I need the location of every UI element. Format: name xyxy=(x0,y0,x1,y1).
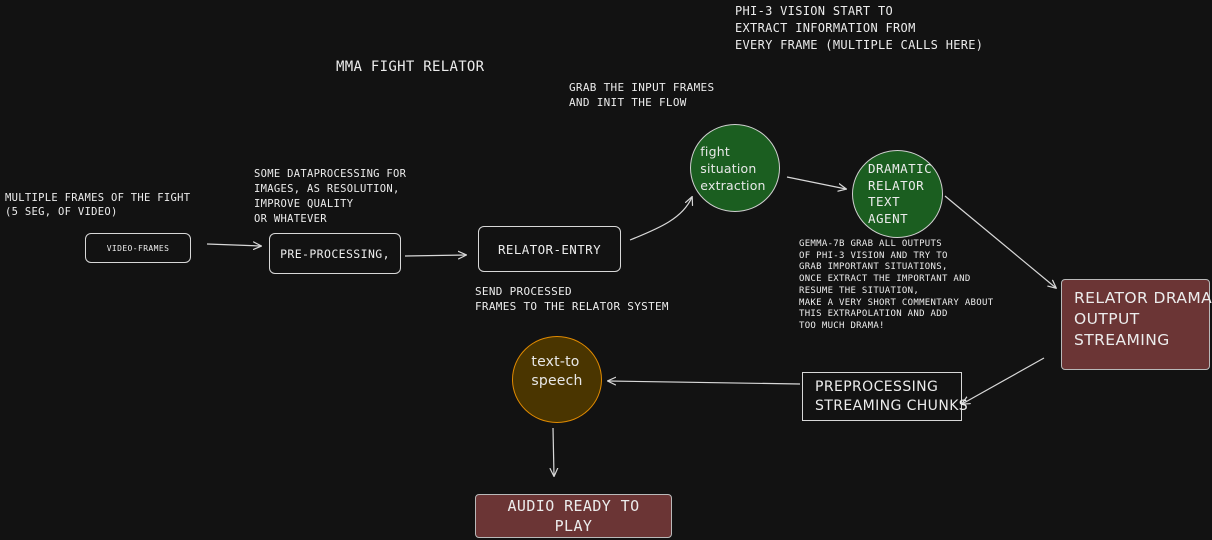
node-dramatic-relator: DRAMATIC RELATOR TEXT AGENT xyxy=(852,150,943,238)
note-multiple-frames: MULTIPLE FRAMES OF THE FIGHT (5 SEG, OF … xyxy=(5,192,191,218)
note-data-processing: SOME DATAPROCESSING FOR IMAGES, AS RESOL… xyxy=(254,168,407,225)
arrow-output-to-chunks xyxy=(962,357,1045,404)
node-audio-ready: AUDIO READY TO PLAY xyxy=(475,494,672,538)
node-pre-processing: PRE-PROCESSING, xyxy=(269,233,401,274)
node-relator-drama-output-label: relator drama output streaming xyxy=(1074,289,1212,349)
node-relator-entry-label: RELATOR-ENTRY xyxy=(497,241,602,257)
node-relator-drama-output: relator drama output streaming xyxy=(1061,279,1212,370)
note-gemma: GEMMA-7B GRAB ALL OUTPUTS OF PHI-3 VISIO… xyxy=(799,239,994,331)
node-relator-entry: RELATOR-ENTRY xyxy=(478,226,621,272)
node-audio-ready-label: AUDIO READY TO PLAY xyxy=(507,497,640,535)
note-phi3-vision: PHI-3 VISION START TO EXTRACT INFORMATIO… xyxy=(735,4,984,52)
node-text-to-speech: text-to speech xyxy=(512,336,602,423)
node-video-frames: VIDEO-FRAMES xyxy=(85,233,191,263)
node-text-to-speech-label: text-to speech xyxy=(531,353,583,389)
note-grab-input: GRAB THE INPUT FRAMES AND INIT THE FLOW xyxy=(569,81,715,109)
node-pre-processing-label: PRE-PROCESSING, xyxy=(280,246,390,261)
arrow-dramatic-relator-to-output xyxy=(944,195,1056,288)
arrow-video-to-preprocessing xyxy=(206,244,261,246)
node-preprocessing-chunks-label: preprocessing streaming chunks xyxy=(815,378,969,414)
arrow-tts-to-audio xyxy=(553,427,554,476)
node-preprocessing-chunks: preprocessing streaming chunks xyxy=(802,372,968,421)
node-video-frames-label: VIDEO-FRAMES xyxy=(106,243,170,253)
arrow-chunks-to-tts xyxy=(608,381,801,384)
arrow-fight-situation-to-dramatic-relator xyxy=(786,176,846,189)
arrow-relator-entry-to-fight-situation xyxy=(629,197,692,241)
diagram-title: MMA FIGHT RELATOR xyxy=(336,59,485,75)
arrow-preprocessing-to-relator-entry xyxy=(404,255,466,256)
node-fight-situation: fight situation extraction xyxy=(690,124,780,212)
node-fight-situation-label: fight situation extraction xyxy=(700,143,766,193)
node-dramatic-relator-label: DRAMATIC RELATOR TEXT AGENT xyxy=(868,161,933,226)
note-send-processed: SEND PROCESSED FRAMES TO THE RELATOR SYS… xyxy=(475,285,669,313)
